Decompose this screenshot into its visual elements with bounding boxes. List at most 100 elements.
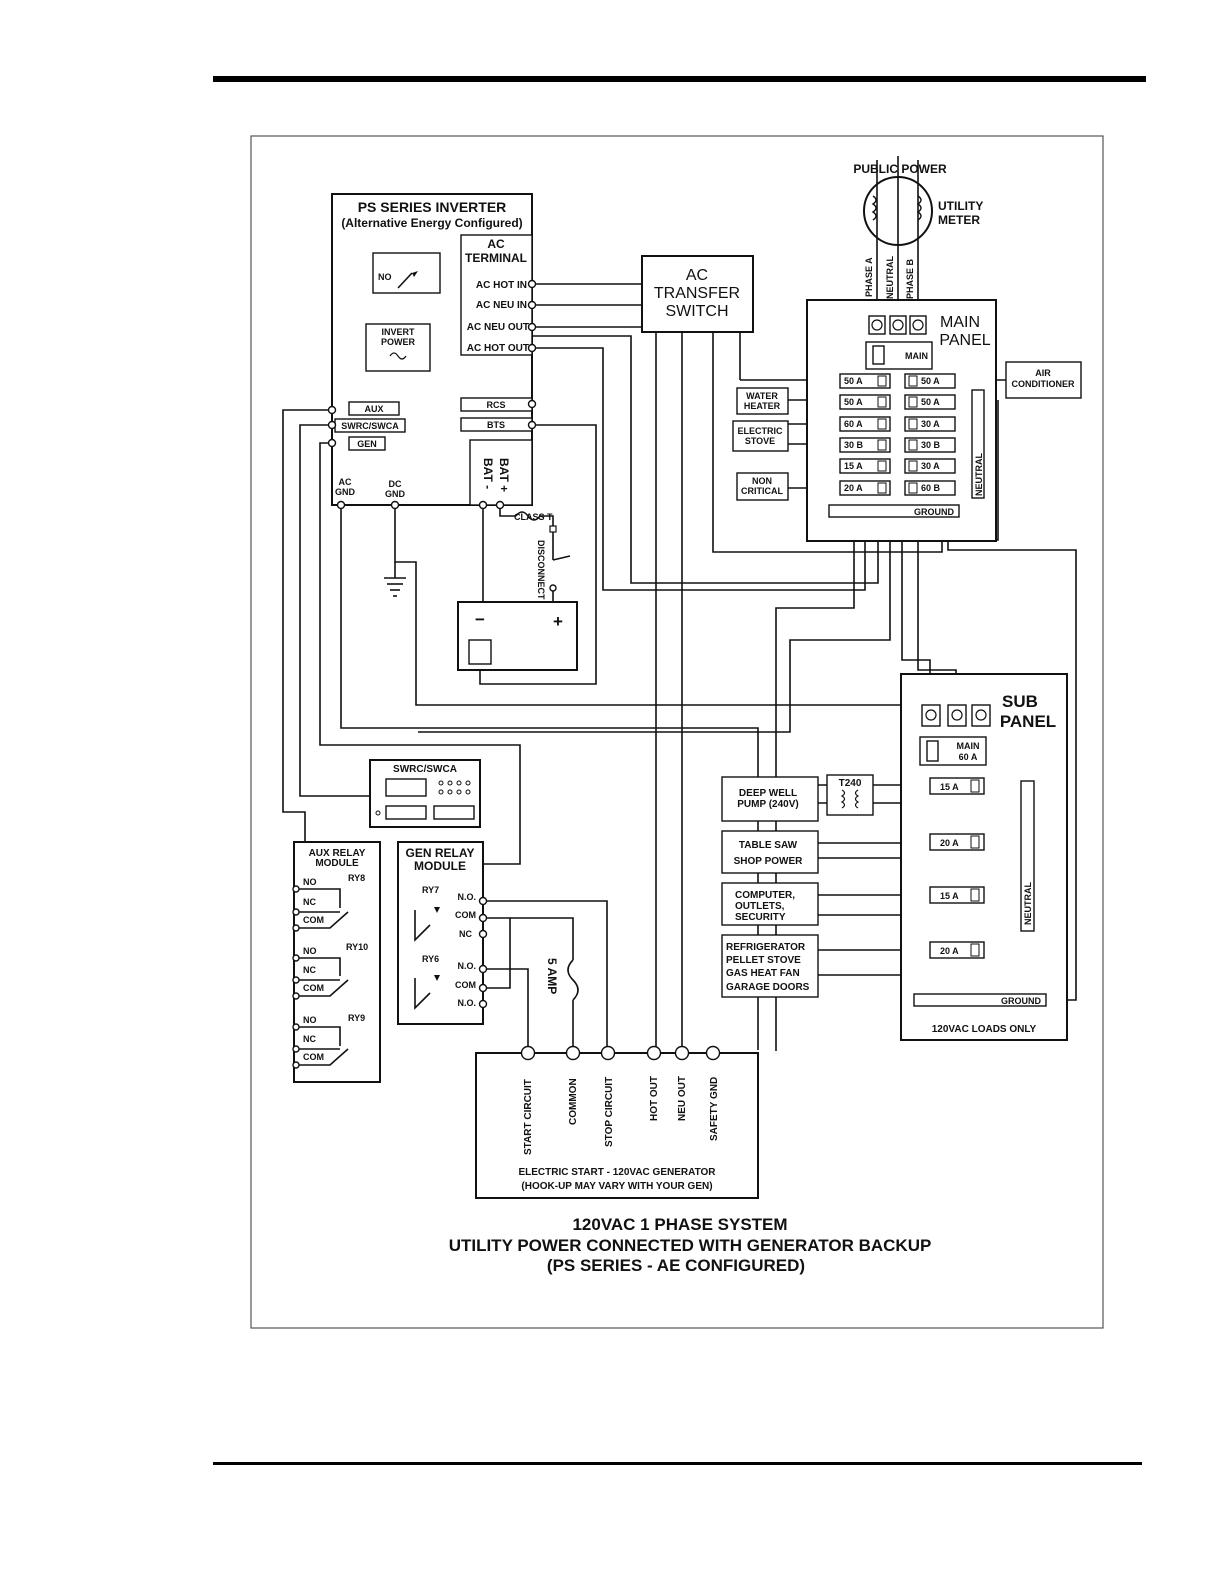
sub-breaker-1: 15 A [940, 782, 959, 792]
main-left-breaker-5: 15 A [844, 461, 863, 471]
air-conditioner-box [1005, 361, 1082, 399]
bat-pos-label: BAT + [497, 458, 511, 492]
gen-relay-title-1: GEN RELAY [406, 846, 475, 860]
sub-lugs [921, 704, 991, 727]
ac-neu-out-label: AC NEU OUT [467, 322, 529, 333]
public-power-label: PUBLIC POWER [853, 162, 947, 176]
sub-main-label-2: 60 A [959, 752, 978, 762]
main-left-breaker-3: 60 A [844, 419, 863, 429]
ac-neu-in-label: AC NEU IN [476, 300, 527, 311]
main-left-breaker-4: 30 B [844, 440, 864, 450]
generator-caption-1: ELECTRIC START - 120VAC GENERATOR [518, 1167, 716, 1178]
sub-panel-footer: 120VAC LOADS ONLY [932, 1024, 1037, 1035]
computer-label-3: SECURITY [735, 912, 786, 923]
main-neutral-label: NEUTRAL [974, 453, 984, 496]
aux-g1-com: COM [303, 915, 324, 925]
sub-panel-box [900, 673, 1068, 1041]
table-saw-label-1: TABLE SAW [739, 840, 798, 851]
refrigerator-box [721, 934, 819, 998]
electric-stove-label-1: ELECTRIC [738, 426, 784, 436]
invert-power-label-1: INVERT [381, 327, 415, 337]
sub-ground-label: GROUND [1001, 996, 1041, 1006]
ac-hot-in-label: AC HOT IN [476, 280, 527, 291]
main-right-breaker-5: 30 A [921, 461, 940, 471]
gen-relay-title-2: MODULE [414, 859, 466, 873]
gen-terminal-neu-out: NEU OUT [677, 1076, 688, 1121]
gen-label-3: NC [459, 929, 472, 939]
inverter-title: PS SERIES INVERTER [358, 199, 507, 215]
internal-relay-box [372, 252, 441, 294]
electric-stove-label-2: STOVE [745, 436, 775, 446]
water-heater-label-1: WATER [746, 391, 778, 401]
sine-wave-icon [389, 352, 407, 360]
aux-g2-no: NO [303, 946, 317, 956]
utility: PUBLIC POWER UTILITY METER PHASE A NEUTR… [853, 162, 983, 299]
gen-relay-box [397, 841, 484, 1025]
sub-neutral-bar [1020, 780, 1035, 932]
footer-rule [213, 1462, 1142, 1465]
main-left-breaker-6: 20 A [844, 483, 863, 493]
main-left-breaker-2: 50 A [844, 397, 863, 407]
gen-label-6: N.O. [457, 998, 476, 1008]
deep-well-label-2: PUMP (240V) [737, 799, 799, 810]
bts-port-label: BTS [487, 420, 505, 430]
sub-main-label-1: MAIN [957, 741, 980, 751]
invert-power-box [365, 323, 431, 372]
dc-gnd-label-2: GND [385, 489, 406, 499]
aux-g1-relay: RY8 [348, 873, 365, 883]
invert-power-label-2: POWER [381, 337, 416, 347]
inverter-subtitle: (Alternative Energy Configured) [341, 216, 522, 230]
main-panel: MAIN PANEL MAIN 50 A 50 A 60 A 30 B 15 A… [732, 299, 1082, 542]
transfer-switch-box [641, 255, 754, 333]
main-neutral-bar [971, 389, 985, 499]
water-heater-label-2: HEATER [744, 401, 781, 411]
aux-relay-title-1: AUX RELAY [309, 848, 366, 859]
computer-box [721, 882, 819, 926]
gen-terminal-start: START CIRCUIT [523, 1079, 534, 1155]
swrc-display [385, 778, 427, 797]
gen-label-5: COM [455, 980, 476, 990]
ac-terminal-label-1: AC [487, 237, 505, 251]
main-ground-label: GROUND [914, 507, 954, 517]
ac-gnd-label-2: GND [335, 487, 356, 497]
transfer-switch-label-3: SWITCH [665, 303, 728, 320]
generator-box [475, 1052, 759, 1199]
non-critical-label-2: CRITICAL [741, 486, 783, 496]
utility-meter-label-1: UTILITY [938, 199, 983, 213]
phase-a-label: PHASE A [864, 257, 874, 297]
aux-port-label: AUX [364, 404, 383, 414]
header-rule [213, 76, 1146, 82]
main-panel-title-2: PANEL [939, 332, 990, 349]
dc-section: CLASS T DISCONNECT − + [457, 512, 578, 671]
t240-label: T240 [839, 778, 862, 789]
aux-g3-relay: RY9 [348, 1013, 365, 1023]
deep-well-label-1: DEEP WELL [739, 788, 797, 799]
refrigerator-label-4: GARAGE DOORS [726, 982, 810, 993]
sub-breaker-2: 20 A [940, 838, 959, 848]
gen-terminal-safety-gnd: SAFETY GND [709, 1077, 720, 1141]
ac-terminal-label-2: TERMINAL [465, 251, 527, 265]
main-right-breaker-3: 30 A [921, 419, 940, 429]
gen-terminal-hot-out: HOT OUT [649, 1076, 660, 1121]
main-right-breaker-1: 50 A [921, 376, 940, 386]
gen-label-4: N.O. [457, 961, 476, 971]
aux-g1-nc: NC [303, 897, 316, 907]
generator: START CIRCUIT COMMON STOP CIRCUIT HOT OU… [475, 1045, 759, 1199]
generator-caption-2: (HOOK-UP MAY VARY WITH YOUR GEN) [521, 1181, 712, 1192]
gen-ry6-label: RY6 [422, 954, 439, 964]
main-lugs [868, 315, 927, 335]
relay-no-label: NO [378, 272, 392, 282]
non-critical-box [736, 472, 789, 501]
main-ground-bar [828, 504, 960, 518]
transfer-switch-label-1: AC [686, 267, 708, 284]
aux-port [348, 401, 400, 416]
sub-ground-bar [913, 993, 1047, 1007]
sub-panel: SUB PANEL MAIN 60 A 15 A 20 A 15 A 20 A … [721, 673, 1068, 1041]
aux-g3-nc: NC [303, 1034, 316, 1044]
main-right-breaker-6: 60 B [921, 483, 941, 493]
rcs-port-label: RCS [486, 400, 505, 410]
neutral-label: NEUTRAL [885, 256, 895, 299]
main-breaker-label: MAIN [905, 351, 928, 361]
swrc-title: SWRC/SWCA [393, 764, 457, 775]
